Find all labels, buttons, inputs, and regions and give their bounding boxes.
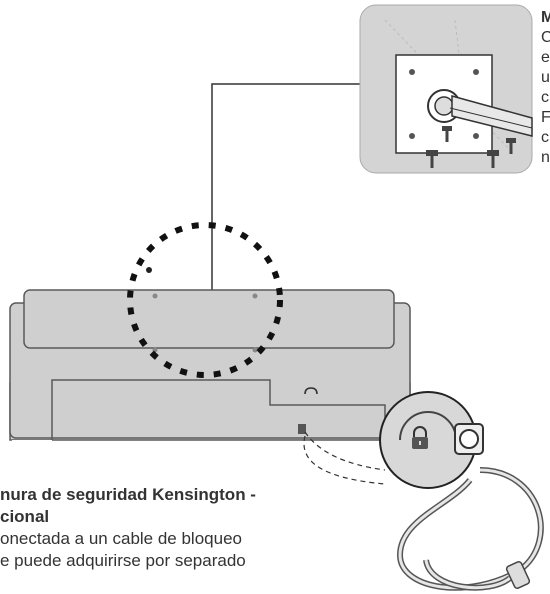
mount-note-line: e — [541, 49, 550, 66]
vesa-dotted-circle — [127, 222, 283, 378]
wall-mount-inset — [359, 4, 533, 174]
kensington-description: e puede adquirirse por separado — [0, 551, 246, 570]
lock-dashed-link — [303, 431, 386, 485]
mount-note-line: c — [541, 129, 549, 146]
kensington-caption: nura de seguridad Kensington - cional on… — [0, 484, 400, 572]
mount-note-line: c — [541, 89, 549, 106]
mount-note-line: u — [541, 69, 550, 86]
mount-note-text: M C e u c F c n — [541, 8, 550, 168]
kensington-description: onectada a un cable de bloqueo — [0, 529, 242, 548]
mount-note-line: M — [541, 9, 550, 26]
padlock-icon — [412, 426, 428, 449]
kensington-title: nura de seguridad Kensington - — [0, 485, 256, 504]
mount-note-line: C — [541, 29, 550, 46]
mount-note-line: F — [541, 109, 550, 126]
kensington-lock — [379, 391, 544, 591]
kensington-title: cional — [0, 507, 50, 526]
connector-line — [211, 83, 360, 383]
monitor-back — [9, 267, 411, 446]
screw-icon — [426, 126, 516, 168]
mount-note-line: n — [541, 149, 550, 166]
